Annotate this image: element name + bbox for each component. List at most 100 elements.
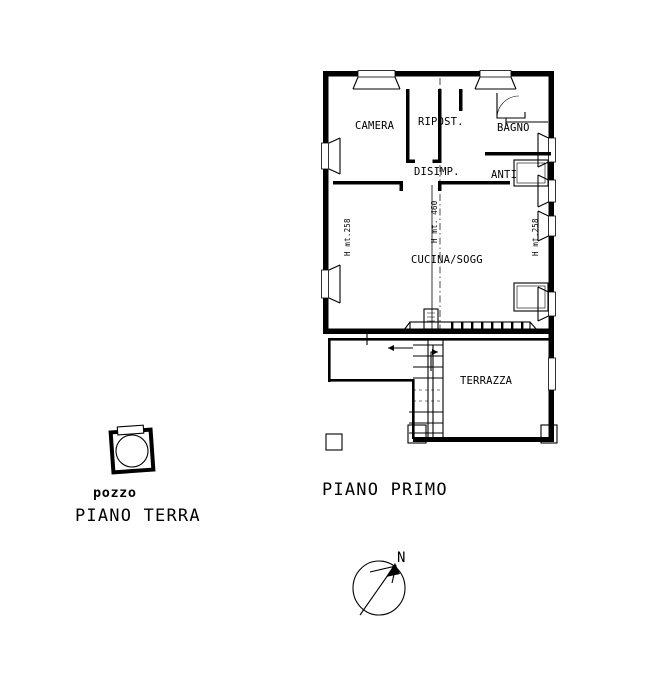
wall-ripostiglio-left	[406, 89, 410, 163]
baluster-8	[521, 322, 524, 330]
staircase	[362, 334, 444, 437]
piano-primo-plan: CAMERA RIPOST. BAGNO DISIMP. ANTI CUCINA…	[321, 70, 558, 500]
anti-fixture	[513, 159, 549, 187]
stair-arrow-head-shaft	[432, 349, 438, 355]
right-wall-openings	[537, 132, 556, 322]
baluster-3	[471, 322, 474, 330]
terrace-landing-bottom	[328, 379, 414, 382]
window-opening-right-2	[548, 180, 556, 202]
flue-box	[423, 308, 439, 330]
wall-bagno-left-upper	[459, 89, 463, 111]
plan-title-piano-terra: PIANO TERRA	[75, 506, 201, 526]
compass-circle	[352, 560, 406, 616]
room-label-antibagno: ANTI	[491, 169, 517, 181]
landing-cross-mark	[362, 334, 372, 345]
wall-right-upper	[548, 71, 554, 334]
wall-ripostiglio-left-foot	[406, 159, 415, 163]
cucina-flue	[423, 308, 439, 330]
reveal-right-1	[537, 132, 549, 168]
flue-hatch	[427, 312, 435, 322]
terrace-structure	[328, 334, 558, 444]
plan-title-piano-primo: PIANO PRIMO	[322, 480, 448, 500]
terrace-top-edge	[413, 338, 554, 341]
room-label-cucina-soggiorno: CUCINA/SOGG	[411, 254, 483, 266]
section-axis	[431, 78, 441, 332]
window-opening-right-1	[548, 138, 556, 162]
window-frame-right-3	[548, 215, 556, 237]
bagno-fixture-outline	[496, 93, 526, 119]
window-opening-top-bagno	[480, 70, 511, 78]
wall-camera-south-jamb	[399, 181, 403, 191]
reveal-right-3	[537, 210, 549, 242]
window-frame-top-bagno	[479, 70, 512, 78]
cucina-fixture-box	[513, 282, 549, 312]
cucina-fixture-inner	[516, 285, 546, 309]
window-opening-left-lower	[321, 270, 329, 298]
baluster-2	[461, 322, 464, 330]
baluster-1	[451, 322, 454, 330]
wall-bottom-apartment	[323, 328, 554, 334]
wall-top	[323, 71, 554, 77]
pozzo-cap	[116, 424, 145, 436]
baluster-4	[481, 322, 484, 330]
wall-camera-south	[333, 181, 403, 185]
terrace-landing-left	[328, 338, 331, 382]
window-opening-right-3	[548, 216, 556, 236]
wall-bottom-terrace	[413, 437, 554, 442]
window-frame-left-upper	[321, 142, 329, 170]
reveal-top-camera	[352, 76, 401, 90]
reveal-top-bagno	[474, 76, 517, 90]
window-frame-right-2	[548, 179, 556, 203]
baluster-7	[511, 322, 514, 330]
wall-left	[323, 71, 329, 334]
wall-disimp-south-right	[438, 181, 510, 185]
room-label-terrazza: TERRAZZA	[460, 375, 513, 387]
railing-base	[409, 321, 531, 331]
wall-bagno-anti	[485, 152, 551, 156]
baluster-5	[491, 322, 494, 330]
compass-rose: N	[352, 550, 406, 616]
window-frame-left-lower	[321, 269, 329, 299]
terrace-opening-right	[548, 358, 556, 390]
top-wall-openings	[352, 70, 517, 90]
terrace-left-edge	[412, 379, 415, 439]
terrace-opening-frame	[548, 357, 556, 391]
compass-needle-north-head	[386, 563, 400, 577]
window-frame-top-camera	[357, 70, 396, 78]
baluster-6	[501, 322, 504, 330]
room-label-disimpegno: DISIMP.	[414, 166, 460, 178]
room-label-bagno: BAGNO	[497, 122, 530, 134]
window-opening-right-4	[548, 292, 556, 316]
balcony-railing	[403, 321, 538, 331]
height-annotation-center: H mt. 460	[430, 200, 439, 243]
detached-pillar	[325, 433, 343, 451]
piano-terra-plan: pozzo PIANO TERRA	[75, 424, 201, 526]
compass-needle-outline	[369, 565, 397, 584]
pozzo-label: pozzo	[93, 485, 137, 501]
reveal-left-lower	[328, 264, 341, 304]
terrace-pillar-right	[540, 424, 558, 444]
pozzo-circle	[115, 434, 149, 468]
terrace-landing-top	[328, 338, 428, 341]
reveal-left-upper	[328, 137, 341, 175]
height-annotation-right: H mt.258	[531, 218, 540, 256]
anti-fixture-inner	[516, 162, 546, 184]
cucina-fixture	[513, 282, 549, 312]
reveal-right-2	[537, 174, 549, 208]
anti-fixture-box	[513, 159, 549, 187]
stair-arrow-head-upper	[388, 345, 394, 351]
perimeter-walls	[323, 71, 554, 334]
window-opening-left-upper	[321, 143, 329, 169]
window-opening-top-camera	[358, 70, 395, 78]
compass-north-label: N	[397, 550, 405, 566]
height-annotation-left: H mt.258	[343, 218, 352, 256]
pozzo-symbol	[108, 424, 156, 475]
room-label-camera: CAMERA	[355, 120, 395, 132]
terrace-pillar-left	[407, 424, 427, 444]
reveal-right-4	[537, 286, 549, 322]
door-swing-bagno	[496, 95, 520, 119]
wall-ripostiglio-right-foot	[432, 159, 442, 163]
